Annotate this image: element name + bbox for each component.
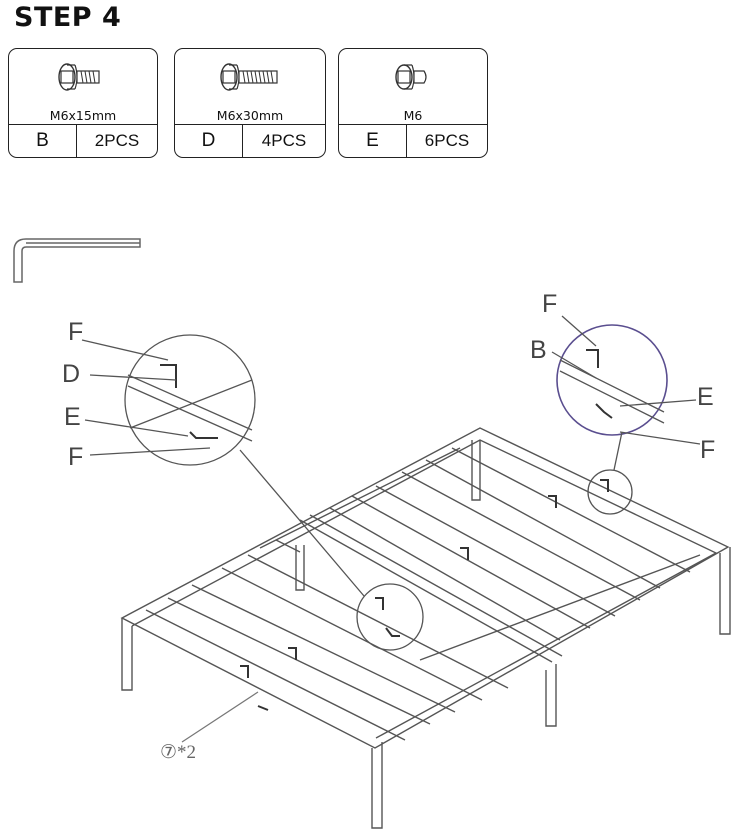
right-detail-magnifier: [551, 315, 701, 515]
part-code: B: [9, 125, 77, 157]
part-code: D: [175, 125, 243, 157]
part-quantity: 2PCS: [94, 131, 140, 150]
short-bolt-icon: [58, 63, 100, 91]
barrel-nut-icon: [395, 64, 427, 90]
long-bolt-icon: [220, 63, 278, 91]
center-detail: [239, 449, 424, 651]
part-code: E: [339, 125, 407, 157]
left-label-e: E: [64, 403, 81, 431]
callout-leader: [181, 691, 259, 743]
bolt-markers: [240, 495, 557, 711]
left-label-d: D: [62, 360, 80, 388]
part-card-b: M6x15mm B 2PCS: [8, 48, 158, 158]
allen-key-icon: [13, 238, 141, 283]
part-quantity: 4PCS: [261, 131, 307, 150]
left-label-f-bottom: F: [68, 443, 83, 471]
left-label-f-top: F: [68, 318, 83, 346]
bed-frame: [120, 427, 731, 829]
left-detail-magnifier: [81, 334, 256, 466]
part-size: M6x15mm: [49, 108, 117, 123]
step-title: STEP 4: [14, 2, 122, 33]
part-quantity: 6PCS: [424, 131, 470, 150]
part-card-e: M6 E 6PCS: [338, 48, 488, 158]
right-label-e: E: [697, 383, 714, 411]
right-label-f-bottom: F: [700, 436, 715, 464]
part-size: M6x30mm: [216, 108, 284, 123]
right-label-b: B: [530, 336, 547, 364]
callout-part-7: ⑦*2: [160, 742, 196, 763]
right-label-f-top: F: [542, 290, 557, 318]
part-size: M6: [403, 108, 423, 123]
part-card-d: M6x30mm D 4PCS: [174, 48, 326, 158]
